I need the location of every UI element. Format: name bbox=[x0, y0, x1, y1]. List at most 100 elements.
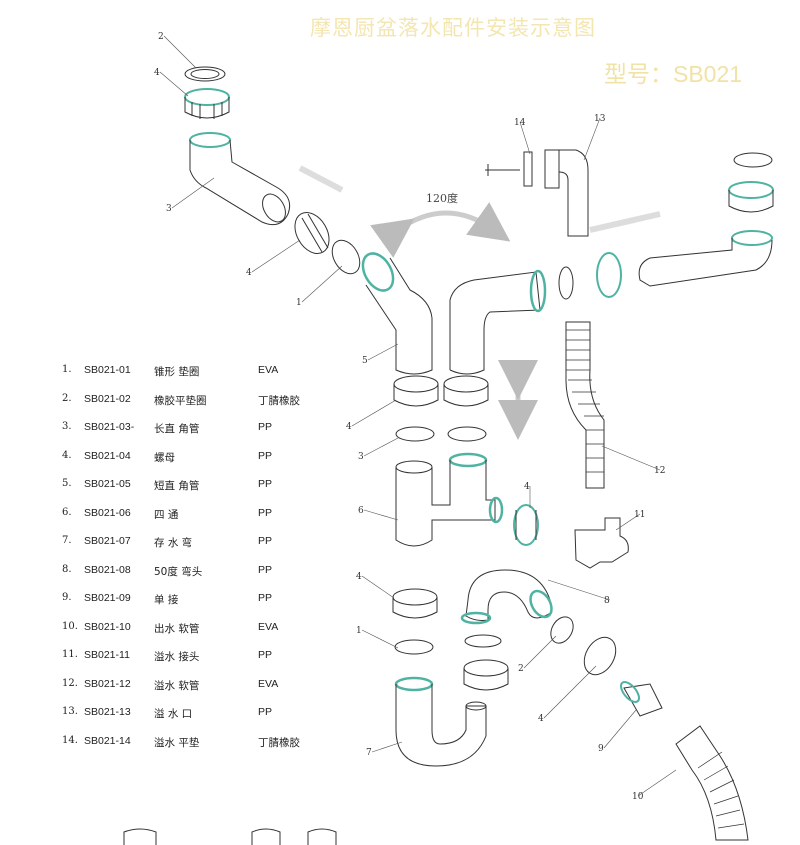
nut-4-tee-left-body bbox=[393, 384, 439, 407]
callout-leader-line bbox=[251, 239, 301, 273]
nut-4-left-ribs bbox=[191, 102, 223, 119]
connector-9-end bbox=[620, 681, 640, 703]
part-number: 10. bbox=[62, 620, 78, 632]
part-material: PP bbox=[258, 421, 273, 433]
elbow-50deg-8 bbox=[460, 569, 553, 625]
part-name: 四 通 bbox=[154, 508, 179, 521]
long-elbow-3-right-body bbox=[638, 238, 773, 287]
callout-leader-line bbox=[543, 665, 597, 719]
part-code: SB021-09 bbox=[84, 592, 131, 604]
long-elbow-3-right-mouth bbox=[731, 230, 773, 246]
part-material: PP bbox=[258, 478, 273, 490]
callout-leader-line bbox=[351, 399, 397, 427]
trap-7-mouth-left bbox=[394, 676, 434, 692]
callout-leader-line bbox=[367, 343, 399, 361]
part-number: 13. bbox=[62, 706, 78, 717]
outlet-hose-10-body bbox=[675, 725, 749, 841]
connector-9 bbox=[620, 681, 663, 717]
overflow-port-assembly bbox=[485, 149, 589, 237]
part-code: SB021-06 bbox=[84, 506, 131, 519]
callout-number: 3 bbox=[166, 204, 172, 214]
part-number: 14. bbox=[62, 734, 78, 746]
callout-number: 13 bbox=[594, 114, 606, 124]
part-name: 锥形 垫圈 bbox=[154, 366, 200, 378]
nut-4-left-branch-ribs bbox=[301, 213, 329, 253]
part-material: EVA bbox=[258, 364, 279, 376]
part-material: EVA bbox=[258, 677, 279, 690]
overflow-port-13-body bbox=[558, 149, 589, 237]
short-elbow-5-left bbox=[361, 252, 433, 375]
nut-4-tee-side bbox=[513, 504, 539, 546]
part-material: PP bbox=[258, 535, 273, 547]
callout-number: 1 bbox=[296, 298, 302, 308]
nut-4-right-branch bbox=[596, 252, 622, 298]
callout-number: 7 bbox=[366, 748, 372, 758]
short-elbow-5-right bbox=[449, 269, 547, 375]
part-material: 丁腈橡胶 bbox=[258, 736, 300, 749]
nut-4-trap-left bbox=[392, 588, 438, 606]
part-number: 3. bbox=[62, 421, 72, 432]
callout-leader-line bbox=[519, 121, 531, 155]
callout-leader-line bbox=[615, 513, 641, 531]
short-elbow-5-left-body bbox=[365, 257, 433, 375]
callout-leader-line bbox=[547, 579, 611, 601]
nut-4-trap-left-body bbox=[392, 597, 438, 619]
callout-number: 5 bbox=[362, 356, 368, 366]
short-elbow-5-right-body bbox=[449, 271, 541, 375]
rotation-arrow-120 bbox=[370, 202, 511, 258]
nut-4-right-body bbox=[728, 190, 774, 213]
part-number: 7. bbox=[62, 535, 72, 546]
four-way-tee-6 bbox=[395, 452, 504, 547]
nut-4-trap-mid-body bbox=[463, 668, 509, 691]
part-code: SB021-10 bbox=[84, 620, 131, 633]
overflow-cap-13-face bbox=[544, 149, 560, 189]
bottom-pipe-stub-3 bbox=[307, 828, 337, 845]
callout-number: 12 bbox=[654, 466, 665, 476]
callout-number: 4 bbox=[524, 482, 530, 492]
flat-washer-2-trap bbox=[464, 634, 502, 648]
callout-number: 2 bbox=[518, 664, 524, 674]
part-name: 橡胶平垫圈 bbox=[154, 394, 207, 407]
part-code: SB021-08 bbox=[84, 563, 131, 576]
outlet-hose-10-ribs bbox=[697, 751, 745, 829]
callout-leader-line bbox=[371, 741, 403, 753]
nut-4-trap-right bbox=[583, 636, 617, 676]
cone-washer-1-left bbox=[331, 239, 361, 275]
short-elbow-5-left-mouth bbox=[361, 252, 395, 292]
tee-6-left-mouth bbox=[395, 460, 433, 474]
callout-number: 8 bbox=[604, 596, 610, 606]
part-number: 6. bbox=[62, 506, 72, 518]
part-code: SB021-07 bbox=[84, 535, 131, 547]
part-number: 12. bbox=[62, 677, 78, 689]
nut-4-tee-side-ribs bbox=[515, 510, 537, 540]
flat-washer-2-right bbox=[733, 152, 773, 168]
rotation-angle-label: 120度 bbox=[426, 192, 458, 205]
part-name: 短直 角管 bbox=[154, 480, 200, 492]
callout-leader-line bbox=[363, 509, 399, 521]
trap-7-body bbox=[395, 684, 487, 767]
nut-4-trap-mid bbox=[463, 659, 509, 677]
part-code: SB021-11 bbox=[84, 649, 130, 661]
overflow-connector-11 bbox=[574, 517, 629, 569]
part-material: PP bbox=[258, 706, 273, 718]
part-name: 螺母 bbox=[154, 451, 175, 464]
callout-number: 4 bbox=[246, 268, 252, 278]
overflow-gasket-14 bbox=[523, 151, 533, 187]
overflow-screw bbox=[485, 164, 520, 176]
part-name: 单 接 bbox=[154, 594, 179, 606]
part-name: 溢水 软管 bbox=[154, 679, 200, 692]
connector-9-body bbox=[623, 683, 663, 717]
flat-washer-2-left bbox=[184, 66, 226, 82]
